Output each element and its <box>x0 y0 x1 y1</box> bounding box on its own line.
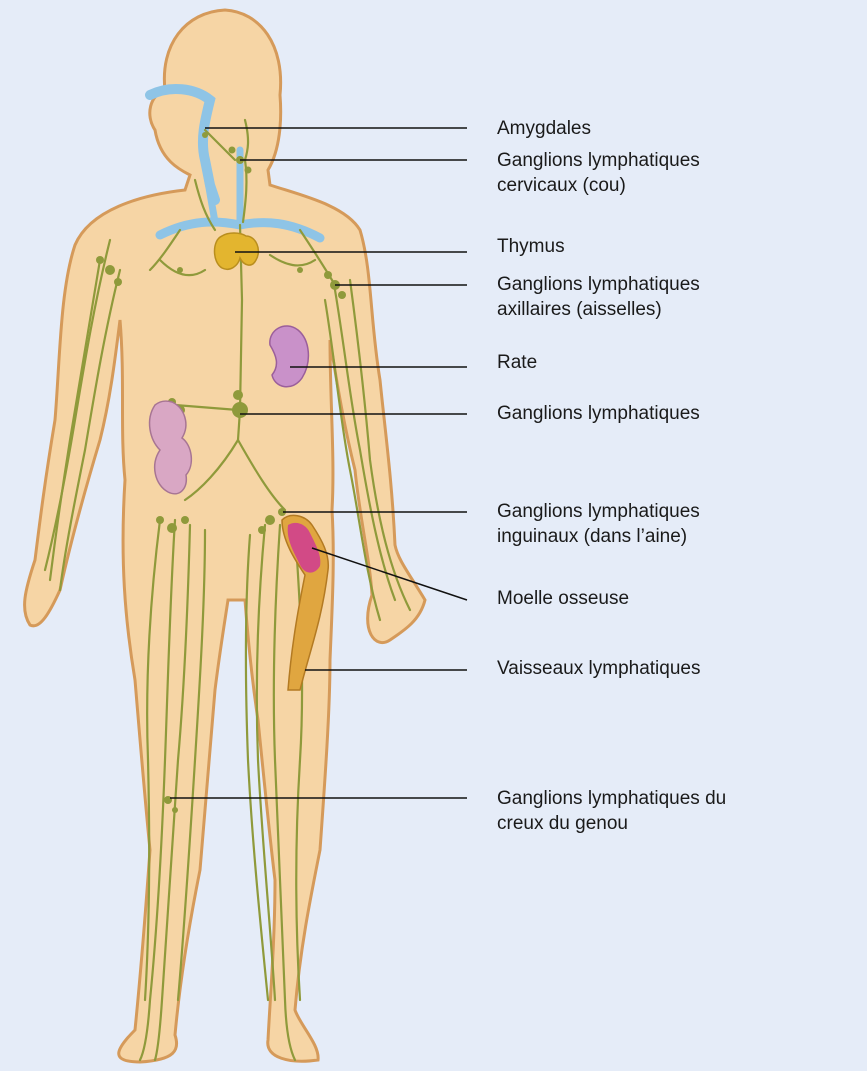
label-thymus: Thymus <box>497 234 857 259</box>
thymus-organ <box>215 233 259 269</box>
label-ganglions-inguinaux: Ganglions lymphatiques inguinaux (dans l… <box>497 499 857 549</box>
label-ganglions-genou: Ganglions lymphatiques du creux du genou <box>497 786 857 836</box>
label-ganglions-lymphatiques: Ganglions lymphatiques <box>497 401 857 426</box>
label-rate: Rate <box>497 350 857 375</box>
human-body-figure <box>25 10 425 1062</box>
label-moelle-osseuse: Moelle osseuse <box>497 586 857 611</box>
label-vaisseaux-lymphatiques: Vaisseaux lymphatiques <box>497 656 857 681</box>
label-ganglions-cervicaux: Ganglions lymphatiques cervicaux (cou) <box>497 148 857 198</box>
label-ganglions-axillaires: Ganglions lymphatiques axillaires (aisse… <box>497 272 857 322</box>
label-amygdales: Amygdales <box>497 116 857 141</box>
body-silhouette <box>25 10 425 1062</box>
spleen-organ <box>270 326 309 387</box>
